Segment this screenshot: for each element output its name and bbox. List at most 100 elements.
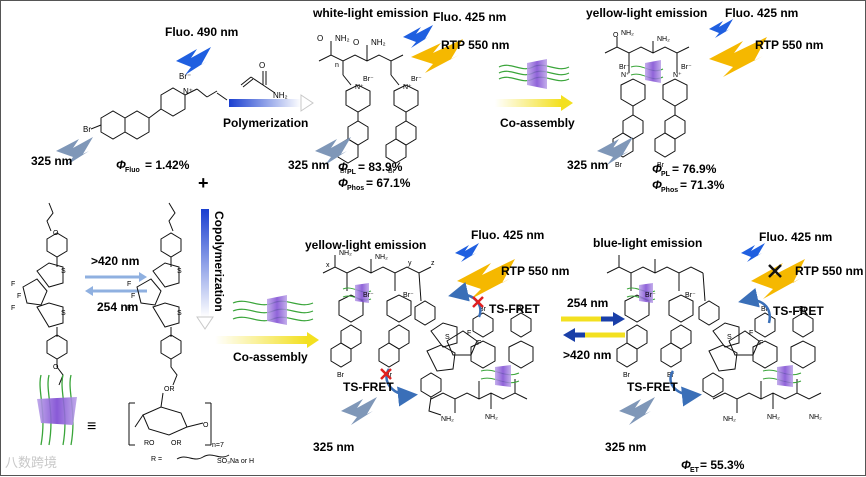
y-br-4: Br (657, 162, 665, 169)
black-x-rtp-blue (768, 264, 782, 278)
svg-text:Phos: Phos (347, 185, 364, 192)
w-o1: O (317, 34, 323, 43)
w-o2: O (353, 38, 359, 47)
nm-254-label-mid: 254 nm (567, 296, 608, 310)
cd-ring-copolymer-yellow-a (342, 283, 372, 303)
n-plus-monomer: N⁺ (183, 87, 193, 96)
y-nplus-1: N⁺ (621, 72, 630, 79)
w-br-4: Br (388, 168, 396, 175)
svg-text:= 83.9%: = 83.9% (358, 160, 403, 174)
svg-text:Φ: Φ (116, 158, 126, 172)
co-assembly-top-arrowhead (561, 95, 573, 111)
phi-et-readout: Φ ET = 55.3% (681, 458, 745, 474)
svg-text:Fluo: Fluo (125, 167, 140, 174)
blue-bolt-yellow-bottom (455, 243, 479, 262)
dte-open-s1: S (61, 268, 66, 275)
w-nh2-2: NH₂ (371, 38, 386, 47)
yellow-bolt-white (411, 39, 463, 73)
cd-repeat-unit (128, 392, 230, 460)
grey-bolt-325-a (56, 137, 93, 165)
bl-br-2: Br⁻ (685, 292, 696, 299)
co-assembly-top-arrow (495, 99, 561, 107)
cp-y-x: x (326, 262, 330, 269)
dte-closed-structure (136, 202, 182, 386)
w-br-2: Br⁻ (411, 76, 422, 83)
dte-open-structure (22, 202, 68, 386)
svg-text:= 1.42%: = 1.42% (145, 158, 190, 172)
w-br-1: Br⁻ (363, 76, 374, 83)
bl-s: S (727, 334, 732, 341)
nm-325-label-b: 325 nm (288, 158, 329, 172)
cd-o: O (203, 422, 209, 429)
white-light-title: white-light emission (312, 6, 428, 20)
yellow-bolt-yellow-bottom (457, 259, 515, 299)
cd-ring-blue-b (762, 365, 802, 387)
polymerization-label: Polymerization (223, 116, 308, 130)
yellow-bolt-yellow-top (709, 37, 767, 77)
w-nplus-2: N⁺ (403, 84, 412, 91)
grey-bolt-325-e (619, 397, 655, 425)
dte-closed-f3: F (127, 305, 131, 312)
acrylamide-o: O (259, 61, 265, 70)
cp-y-nh2-3: NH₂ (441, 416, 454, 423)
polymerization-arrowhead (300, 94, 314, 112)
cd-ring-copolymer-yellow-b (480, 365, 520, 387)
svg-text:ET: ET (690, 467, 700, 474)
cd-ring-yellow-top (630, 60, 664, 83)
copolymerization-label: Copolymerization (212, 211, 226, 312)
red-x-yellow-top (472, 296, 484, 308)
plus-sign: + (198, 173, 209, 193)
dte-open-f3: F (11, 305, 15, 312)
y-br-2: Br⁻ (681, 64, 692, 71)
w-n: n (335, 62, 339, 69)
w-br-3: Br (340, 168, 348, 175)
cp-y-nh2-1: NH₂ (339, 250, 352, 257)
phi-yellow-readout: Φ PL = 76.9% Φ Phos = 71.3% (652, 162, 725, 194)
y-o1: O (613, 32, 619, 39)
nm-325-label-c: 325 nm (567, 158, 608, 172)
nm-325-label-e: 325 nm (605, 440, 646, 454)
dte-open-s2: S (61, 310, 66, 317)
nm-325-label-d: 325 nm (313, 440, 354, 454)
dte-open-f1: F (11, 281, 15, 288)
acrylamide-structure (240, 71, 276, 94)
svg-text:Φ: Φ (338, 160, 348, 174)
grey-bolt-325-d (341, 397, 377, 425)
svg-text:Φ: Φ (652, 162, 662, 176)
acrylamide-nh2: NH₂ (273, 91, 288, 100)
cd-legend-icon (37, 374, 77, 446)
watermark: 八数跨境 (5, 456, 57, 471)
dte-switch-arrows (85, 272, 147, 296)
grey-bolt-325-b (315, 137, 351, 165)
y-br-3: Br (615, 162, 623, 169)
w-nplus-1: N⁺ (355, 84, 364, 91)
dte-closed-f1: F (127, 281, 131, 288)
bl-f2: F (759, 340, 763, 347)
ts-fret-label-yellow-bottom: TS-FRET (343, 380, 394, 394)
co-assembly-bottom-arrow (215, 336, 307, 344)
y-nh2-2: NH₂ (657, 36, 670, 43)
cp-y-z: z (431, 260, 435, 267)
fluo-425-blue: Fluo. 425 nm (759, 230, 832, 244)
svg-text:Φ: Φ (338, 176, 348, 190)
svg-text:Phos: Phos (661, 187, 678, 194)
bl-f1: F (749, 330, 753, 337)
nm-420-label-left: >420 nm (91, 254, 139, 268)
copolymer-yellow-structure (322, 255, 534, 416)
y-br-1: Br⁻ (619, 64, 630, 71)
cd-or-bottom: OR (171, 440, 182, 447)
phi-fluo-readout: Φ Fluo = 1.42% (116, 158, 190, 174)
nm-420-label-mid: >420 nm (563, 348, 611, 362)
nm-325-label-a: 325 nm (31, 154, 72, 168)
yellow-light-title-top: yellow-light emission (586, 6, 707, 20)
monomer-structure (90, 87, 228, 140)
fluo-490-label: Fluo. 490 nm (165, 25, 238, 39)
dte-closed-s2: S (177, 310, 182, 317)
yellow-bolt-blue (751, 259, 805, 299)
rtp-550-yellow-bottom: RTP 550 nm (501, 264, 569, 278)
y-nplus-2: N⁺ (673, 72, 682, 79)
fluo-425-yellow-top: Fluo. 425 nm (725, 6, 798, 20)
bl-br-5: Br (761, 306, 769, 313)
